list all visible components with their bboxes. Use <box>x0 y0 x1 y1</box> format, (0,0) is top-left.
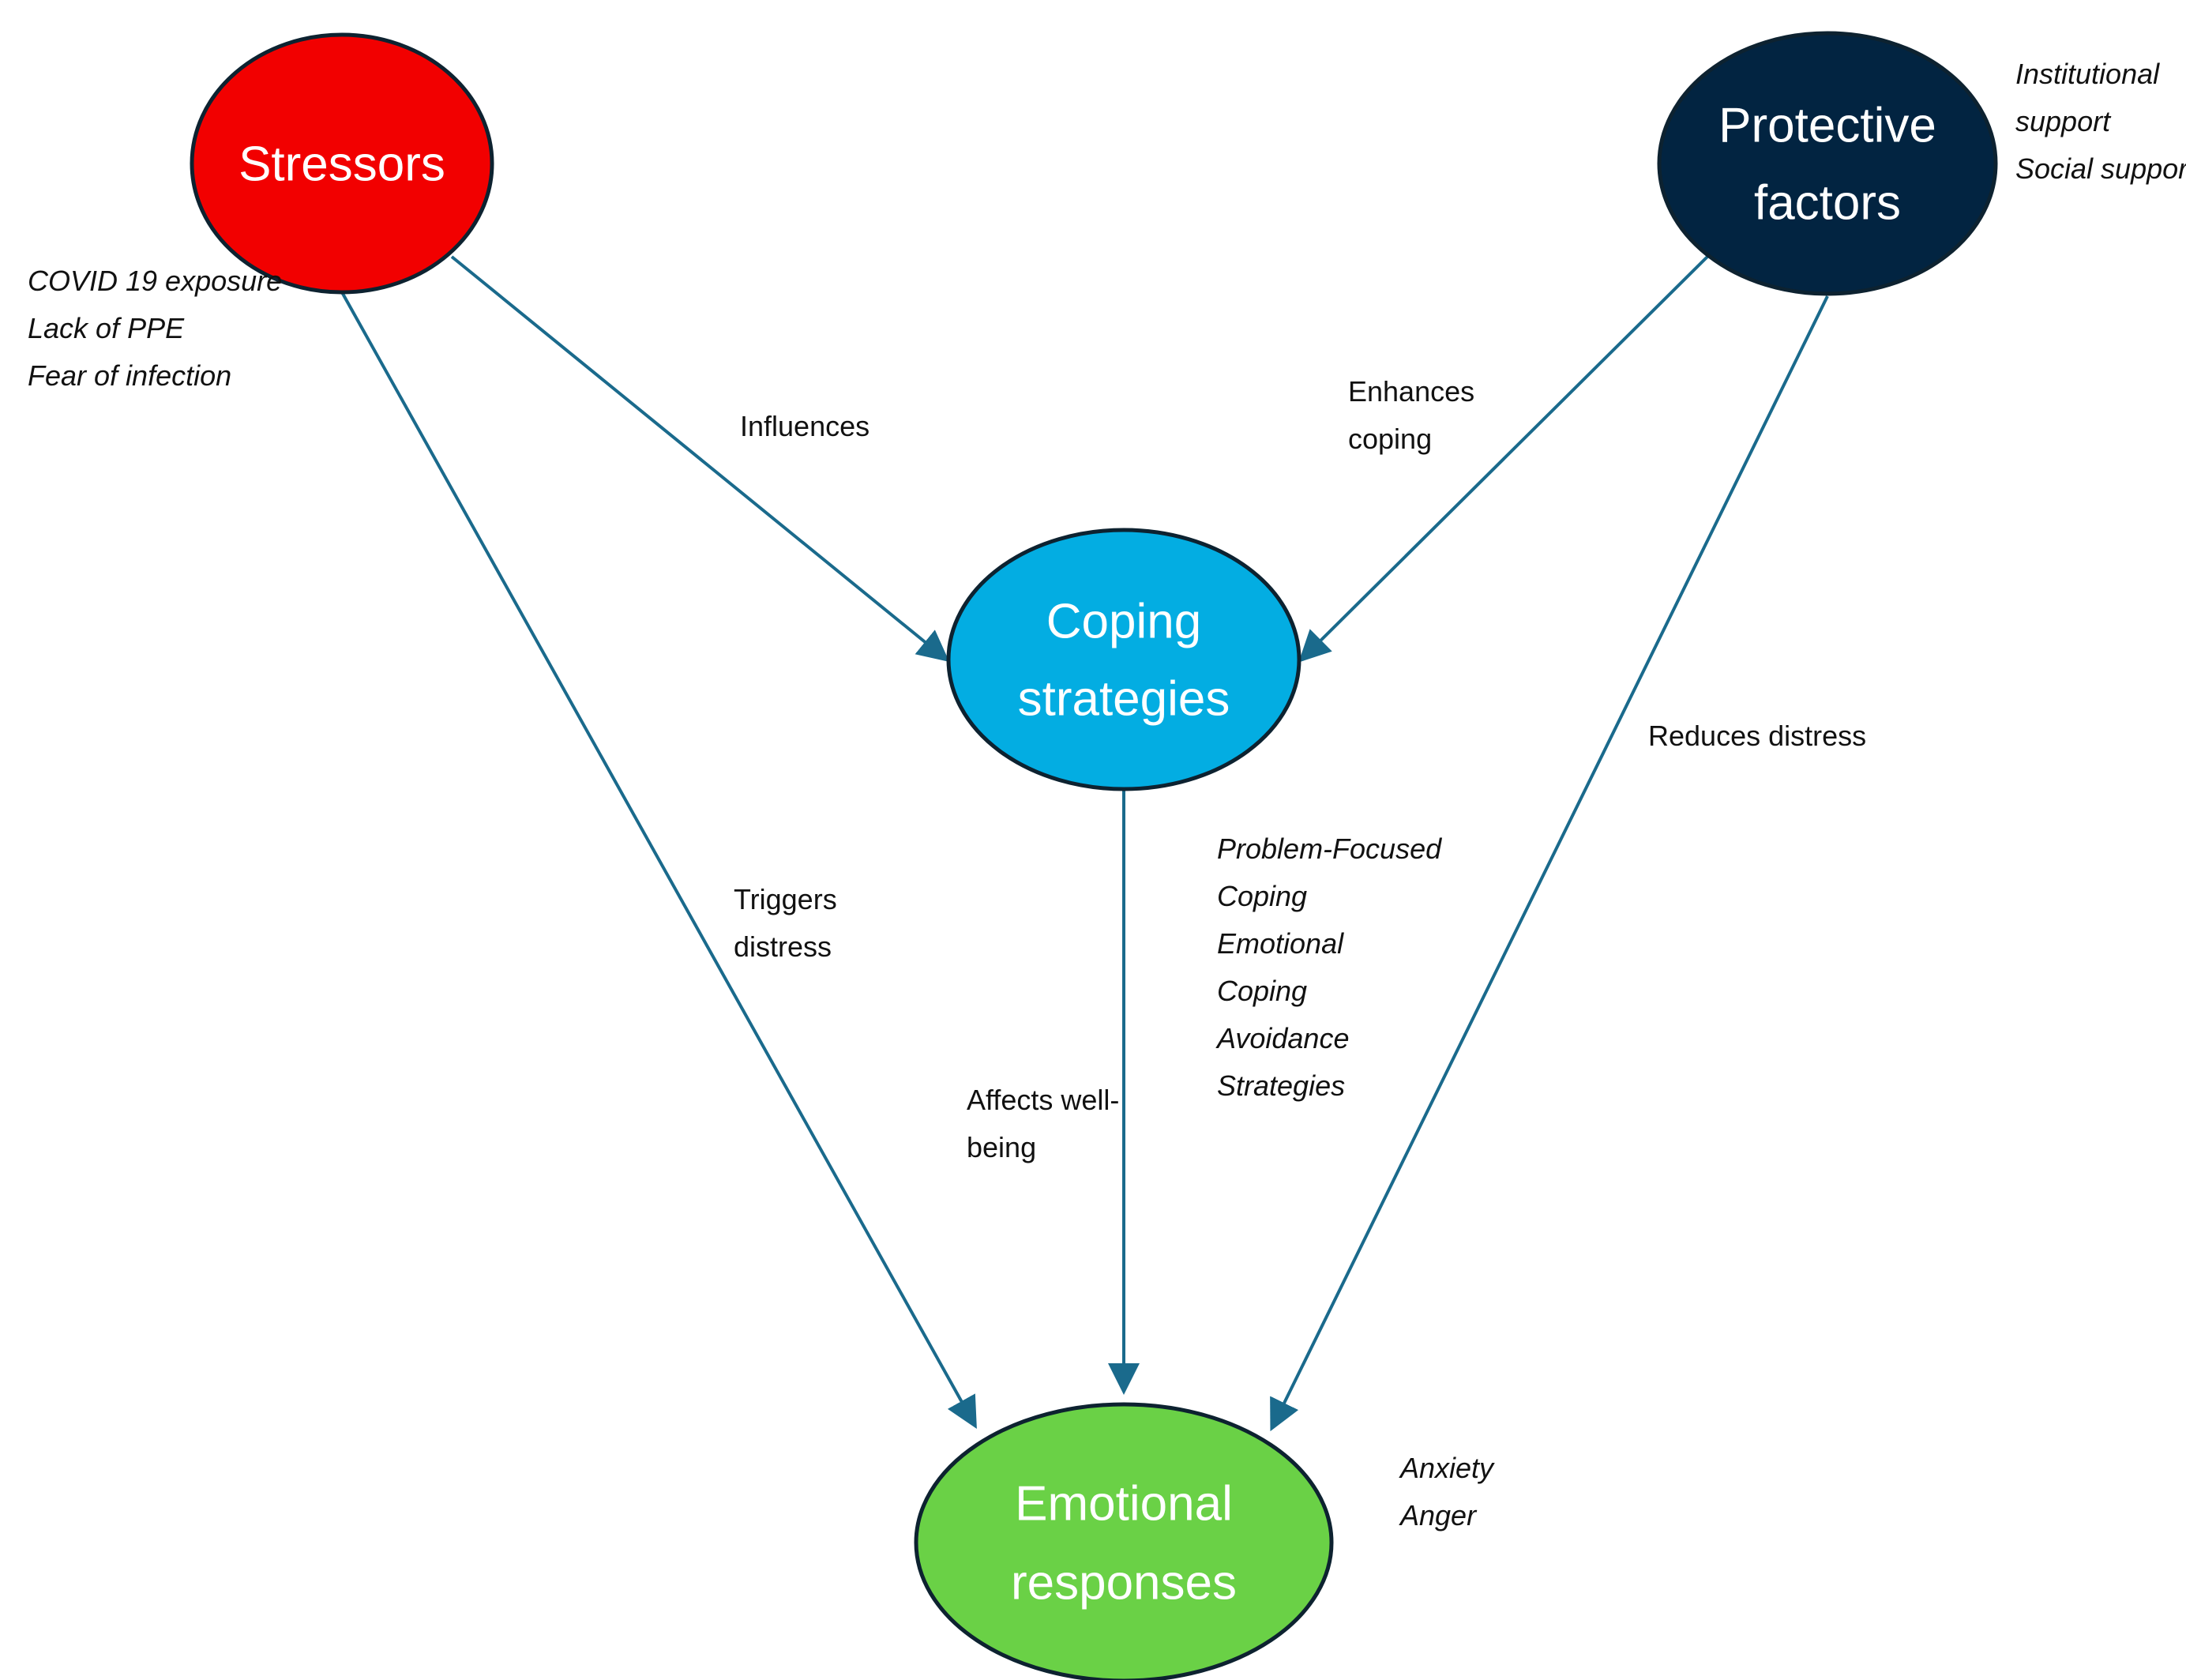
notes-coping-line-4: Avoidance <box>1215 1022 1349 1054</box>
emotional-responses-label: Emotional responses <box>1011 1477 1237 1610</box>
stressors-label: Stressors <box>239 137 445 192</box>
nodes-protective-lines-line-1: factors <box>1754 176 1901 231</box>
node-stressors: Stressors <box>190 32 494 295</box>
notes-coping-line-5: Strategies <box>1217 1069 1345 1102</box>
notes-protective-line-2: Social support <box>2015 152 2186 185</box>
node-emotional-responses: Emotional responses <box>914 1402 1334 1680</box>
edges-influences-lines-line-0: Influences <box>740 410 870 442</box>
node-protective-factors: Protective factors <box>1657 31 1998 296</box>
notes-protective-line-1: support <box>2015 105 2112 137</box>
edges-enhances-lines-line-1: coping <box>1348 423 1432 455</box>
notes-coping-line-0: Problem-Focused <box>1217 832 1442 865</box>
coping-strategies-label: Coping strategies <box>1018 595 1230 727</box>
edges-affects-lines-line-1: being <box>967 1131 1036 1163</box>
node-coping-strategies: Coping strategies <box>946 528 1301 791</box>
protective-factors-ellipse <box>1657 31 1998 296</box>
edges-affects-lines-line-0: Affects well- <box>967 1084 1119 1116</box>
edge-label-reduces-distress: Reduces distress <box>1648 720 1866 752</box>
notes-emotional-line-1: Anger <box>1399 1499 1478 1532</box>
notes-stressors-line-2: Fear of infection <box>28 359 231 392</box>
edges-triggers-lines-line-1: distress <box>734 930 832 963</box>
edge-label-influences: Influences <box>740 410 870 442</box>
nodes-emotional-lines-line-0: Emotional <box>1015 1477 1233 1532</box>
arrow-protective-to-emotional <box>1270 295 1829 1432</box>
arrow-stressors-to-emotional <box>340 291 977 1429</box>
stressors-ellipse <box>190 32 494 295</box>
nodes-emotional-lines-line-1: responses <box>1011 1556 1237 1610</box>
nodes-protective-lines-line-0: Protective <box>1718 99 1936 153</box>
edge-label-affects-well-being: Affects well-being <box>967 1084 1119 1163</box>
edge-label-triggers-distress: Triggers distress <box>734 883 837 963</box>
nodes-stressors-lines-line-0: Stressors <box>239 137 445 192</box>
arrow-stressors-to-coping <box>450 255 950 663</box>
nodes-coping-lines-line-0: Coping <box>1046 595 1201 649</box>
notes-protective-line-0: Institutional <box>2015 58 2160 90</box>
edges-enhances-lines-line-0: Enhances <box>1348 375 1474 408</box>
coping-strategies-ellipse <box>946 528 1301 791</box>
notes-stressors-line-1: Lack of PPE <box>28 312 185 344</box>
notes-emotional-line-0: Anxiety <box>1399 1452 1495 1484</box>
notes-stressors-line-0: COVID 19 exposure <box>28 265 282 297</box>
notes-coping-line-3: Coping <box>1217 975 1307 1007</box>
notes-coping-line-1: Coping <box>1217 880 1307 912</box>
edges-reduces-lines-line-0: Reduces distress <box>1648 720 1866 752</box>
arrow-protective-to-coping <box>1298 255 1709 663</box>
edges-triggers-lines-line-0: Triggers <box>734 883 837 915</box>
edge-label-enhances-coping: Enhances coping <box>1348 375 1474 455</box>
nodes-coping-lines-line-1: strategies <box>1018 672 1230 727</box>
emotional-responses-ellipse <box>914 1402 1334 1680</box>
notes-coping-line-2: Emotional <box>1217 927 1344 960</box>
protective-factors-label: Protective factors <box>1718 99 1936 231</box>
